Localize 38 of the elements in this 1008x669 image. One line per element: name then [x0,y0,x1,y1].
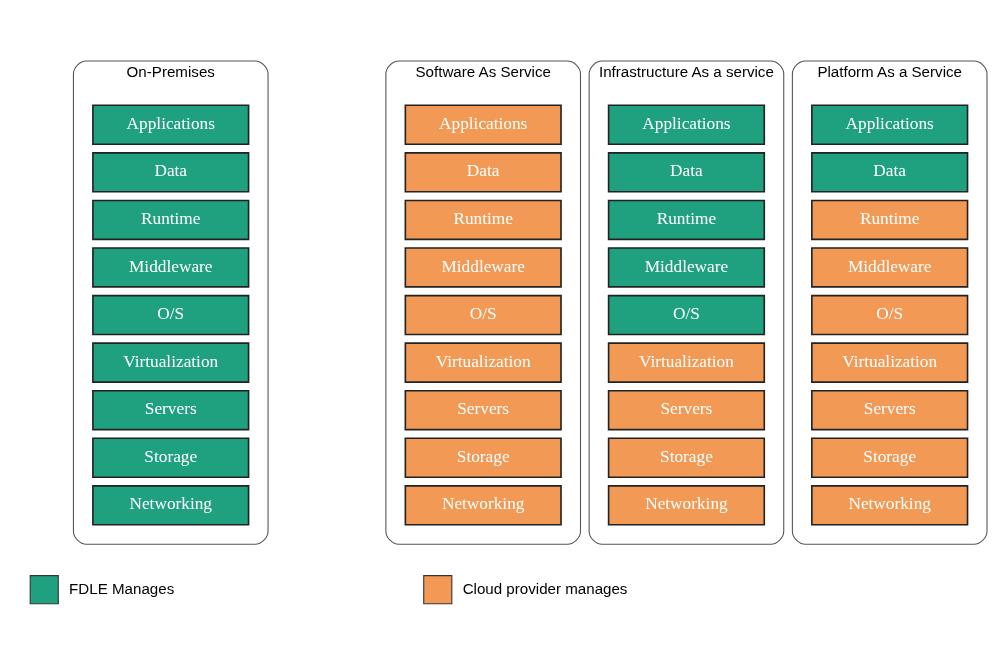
node-box: Servers [92,389,250,431]
node-box: Runtime [607,199,766,241]
node-box: O/S [404,294,562,336]
legend-label: FDLE Manages [69,579,175,597]
node-box: Runtime [404,199,562,241]
node-box: Networking [404,485,562,526]
node-box: Storage [607,437,766,478]
node-box: Virtualization [92,342,250,383]
node-box: Applications [811,104,969,146]
node-box: Runtime [811,199,969,241]
node-box: Middleware [811,247,969,288]
node-box: Applications [92,104,250,146]
node-box: Storage [811,437,969,478]
node-box: Storage [92,437,250,478]
node-box: Networking [811,485,969,526]
node-box: Applications [404,104,562,146]
node-box: Data [92,152,250,193]
node-box: Data [607,152,766,193]
node-box: Middleware [404,247,562,288]
node-box: Servers [811,389,969,431]
legend-label: Cloud provider manages [462,579,628,597]
node-box: Networking [607,485,766,526]
node-box: Virtualization [607,342,766,383]
node-box: Networking [92,485,250,526]
node-box: Runtime [92,199,250,241]
node-box: Middleware [607,247,766,288]
node-box: Servers [607,389,766,431]
node-box: O/S [92,294,250,336]
node-box: Storage [404,437,562,478]
node-box: Data [811,152,969,193]
node-box: Middleware [92,247,250,288]
node-box: Applications [607,104,766,146]
node-box: Servers [404,389,562,431]
node-box: Data [404,152,562,193]
node-box: Virtualization [404,342,562,383]
node-box: O/S [811,294,969,336]
node-box: Virtualization [811,342,969,383]
node-box: O/S [607,294,766,336]
